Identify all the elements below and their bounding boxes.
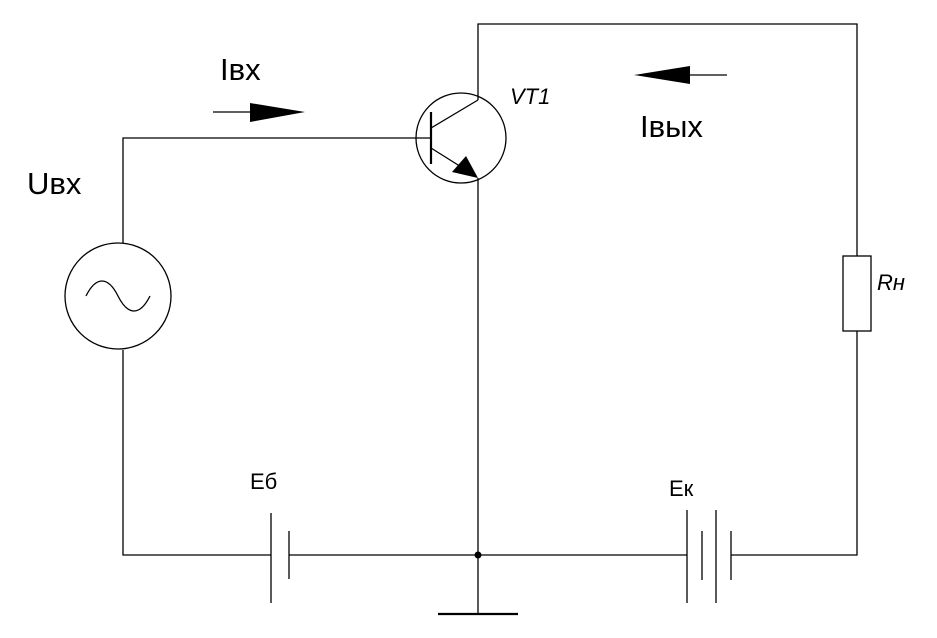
load-to-top-wire: [477, 23, 858, 256]
base-battery-label: Eб: [250, 469, 277, 494]
ac-voltage-source: [64, 242, 172, 350]
collector-battery-label: Eк: [669, 476, 694, 501]
ek-to-load-wire: [731, 331, 858, 556]
collector-battery: [686, 510, 732, 603]
transistor-collector-lead: [430, 99, 479, 129]
load-resistor: [842, 255, 872, 332]
input-voltage-label: Uвх: [27, 166, 82, 201]
wires: [122, 23, 858, 614]
input-arrow-head: [250, 103, 305, 122]
output-current-label: Iвых: [640, 109, 703, 144]
transistor-vt1: [415, 92, 507, 184]
transistor-body: [415, 92, 507, 184]
base-battery: [270, 513, 290, 603]
source-bottom-wire: [122, 350, 271, 556]
input-current-arrow: [213, 103, 305, 122]
output-arrow-head: [634, 66, 690, 84]
junction-node: [474, 551, 482, 559]
emitter-arrow: [452, 156, 478, 178]
base-input-wire: [122, 137, 430, 243]
transistor-label: VT1: [510, 84, 550, 109]
output-current-arrow: [634, 66, 727, 84]
input-current-label: Iвх: [220, 52, 261, 87]
load-resistor-label: Rн: [877, 270, 905, 295]
sine-wave-icon: [85, 280, 151, 312]
ac-source-body: [64, 242, 172, 350]
